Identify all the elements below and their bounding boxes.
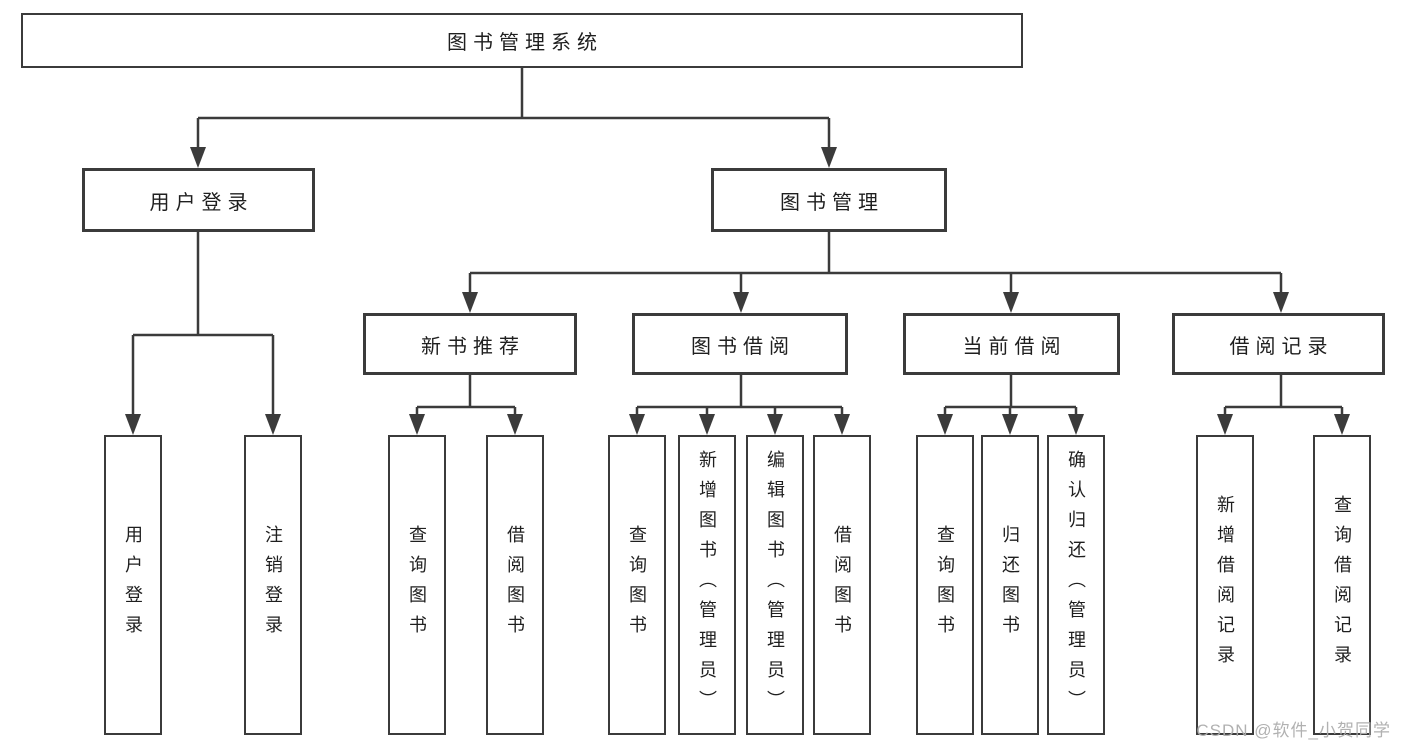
node-leaf-borrow-books-recommend: 借阅图书 — [486, 435, 544, 735]
node-label: 借阅记录 — [1229, 335, 1334, 358]
node-leaf-query-books-current: 查询图书 — [916, 435, 974, 735]
node-leaf-borrow-books: 借阅图书 — [813, 435, 871, 735]
node-leaf-confirm-return-admin: 确认归还（管理员） — [1047, 435, 1105, 735]
node-leaf-query-books-recommend: 查询图书 — [388, 435, 446, 735]
node-label: 图书管理系统 — [447, 32, 603, 54]
node-library-management-system: 图书管理系统 — [21, 13, 1023, 68]
node-label: 查询借阅记录 — [1332, 495, 1352, 675]
csdn-watermark: CSDN @软件_小贺同学 — [1196, 721, 1391, 740]
node-leaf-user-login: 用户登录 — [104, 435, 162, 735]
node-label: 图书借阅 — [691, 335, 795, 358]
node-user-login: 用户登录 — [82, 168, 315, 232]
arrowheads — [125, 147, 1350, 435]
node-leaf-logout: 注销登录 — [244, 435, 302, 735]
node-leaf-add-books-admin: 新增图书（管理员） — [678, 435, 736, 735]
node-label: 新增借阅记录 — [1215, 495, 1235, 675]
node-book-borrowing: 图书借阅 — [632, 313, 848, 375]
node-label: 查询图书 — [627, 525, 647, 645]
node-label: 图书管理 — [780, 191, 884, 214]
node-label: 查询图书 — [407, 525, 427, 645]
node-label: 借阅图书 — [505, 525, 525, 645]
node-label: 借阅图书 — [832, 525, 852, 645]
node-label: 当前借阅 — [962, 335, 1067, 358]
node-leaf-add-borrow-record: 新增借阅记录 — [1196, 435, 1254, 735]
connector-paths — [131, 68, 1344, 414]
node-label: 用户登录 — [149, 191, 254, 214]
node-label: 归还图书 — [1000, 525, 1020, 645]
node-leaf-query-borrow-record: 查询借阅记录 — [1313, 435, 1371, 735]
node-borrowing-records: 借阅记录 — [1172, 313, 1385, 375]
node-label: 新书推荐 — [421, 335, 525, 358]
node-label: 查询图书 — [935, 525, 955, 645]
node-leaf-return-books: 归还图书 — [981, 435, 1039, 735]
node-label: 确认归还（管理员） — [1066, 450, 1086, 720]
node-label: 用户登录 — [123, 525, 143, 645]
node-label: 注销登录 — [263, 525, 283, 645]
node-leaf-edit-books-admin: 编辑图书（管理员） — [746, 435, 804, 735]
node-leaf-query-books-borrow: 查询图书 — [608, 435, 666, 735]
node-label: 新增图书（管理员） — [697, 450, 717, 720]
node-new-book-recommend: 新书推荐 — [363, 313, 577, 375]
node-current-borrowing: 当前借阅 — [903, 313, 1120, 375]
node-book-management: 图书管理 — [711, 168, 947, 232]
node-label: 编辑图书（管理员） — [765, 450, 785, 720]
